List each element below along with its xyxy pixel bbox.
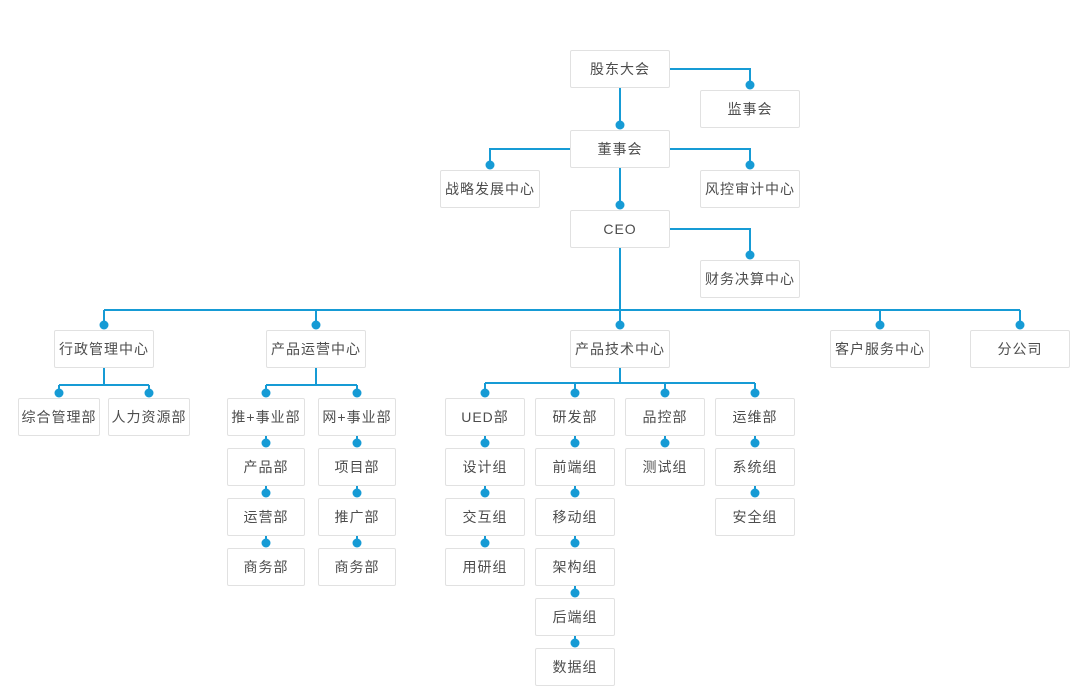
org-node-tui-business-division: 推+事业部: [227, 398, 305, 436]
org-node-security-group: 安全组: [715, 498, 795, 536]
org-node-promotion-dept: 推广部: [318, 498, 396, 536]
org-node-general-mgmt-dept: 综合管理部: [18, 398, 100, 436]
org-node-risk-audit-center: 风控审计中心: [700, 170, 800, 208]
org-node-customer-service-center: 客户服务中心: [830, 330, 930, 368]
org-node-product-ops-center: 产品运营中心: [266, 330, 366, 368]
org-node-product-dept: 产品部: [227, 448, 305, 486]
org-node-data-group: 数据组: [535, 648, 615, 686]
org-node-ued-dept: UED部: [445, 398, 525, 436]
org-node-backend-group: 后端组: [535, 598, 615, 636]
org-node-qc-dept: 品控部: [625, 398, 705, 436]
org-node-ceo: CEO: [570, 210, 670, 248]
org-node-mobile-group: 移动组: [535, 498, 615, 536]
org-node-shareholders-meeting: 股东大会: [570, 50, 670, 88]
org-node-design-group: 设计组: [445, 448, 525, 486]
org-node-supervisory-board: 监事会: [700, 90, 800, 128]
org-node-project-dept: 项目部: [318, 448, 396, 486]
org-node-system-group: 系统组: [715, 448, 795, 486]
org-node-branch-company: 分公司: [970, 330, 1070, 368]
org-node-wang-business-division: 网+事业部: [318, 398, 396, 436]
org-node-architecture-group: 架构组: [535, 548, 615, 586]
org-node-product-tech-center: 产品技术中心: [570, 330, 670, 368]
org-node-strategy-dev-center: 战略发展中心: [440, 170, 540, 208]
org-node-interaction-group: 交互组: [445, 498, 525, 536]
org-node-operations-dept: 运营部: [227, 498, 305, 536]
org-node-testing-group: 测试组: [625, 448, 705, 486]
org-node-frontend-group: 前端组: [535, 448, 615, 486]
org-node-business-dept-tui: 商务部: [227, 548, 305, 586]
org-node-ops-maintenance-dept: 运维部: [715, 398, 795, 436]
org-node-admin-mgmt-center: 行政管理中心: [54, 330, 154, 368]
org-node-user-research-group: 用研组: [445, 548, 525, 586]
org-node-business-dept-wang: 商务部: [318, 548, 396, 586]
org-node-board-of-directors: 董事会: [570, 130, 670, 168]
org-node-rd-dept: 研发部: [535, 398, 615, 436]
org-node-finance-settlement-center: 财务决算中心: [700, 260, 800, 298]
org-node-hr-dept: 人力资源部: [108, 398, 190, 436]
